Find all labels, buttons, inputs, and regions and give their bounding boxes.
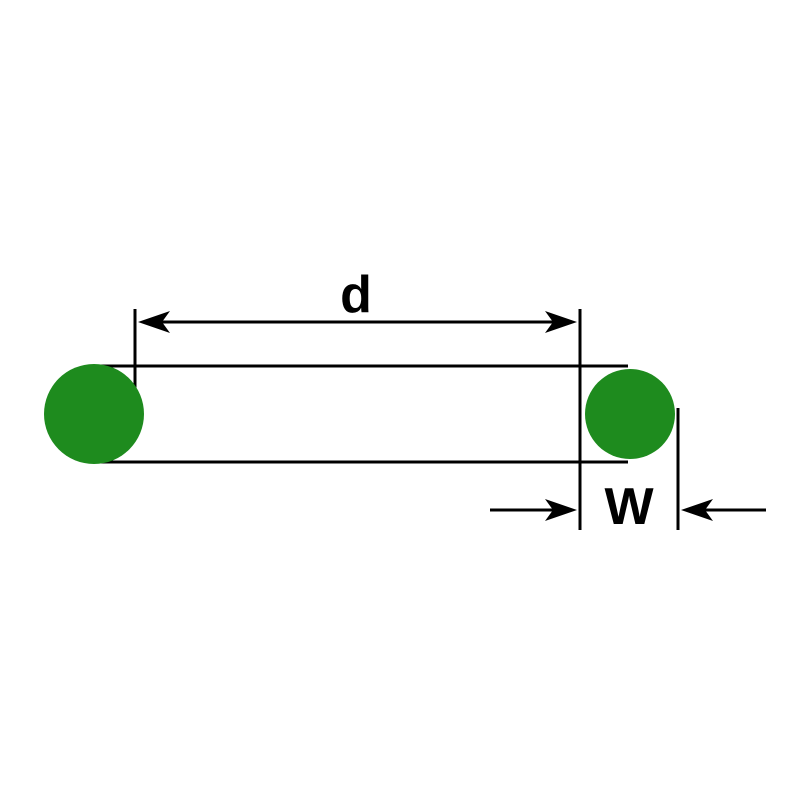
oring-cross-sections [44, 364, 675, 464]
arrowhead-w-left-icon [545, 499, 577, 521]
arrowhead-d-left-icon [138, 311, 170, 333]
arrowhead-w-right-icon [681, 499, 713, 521]
oring-cross-section-left [44, 364, 144, 464]
label-cross-section-width: W [604, 478, 654, 536]
oring-cross-section-right [585, 369, 675, 459]
label-inner-diameter: d [340, 266, 372, 324]
dimension-arrowheads [138, 311, 713, 521]
arrowhead-d-right-icon [545, 311, 577, 333]
diagram-lines [88, 309, 766, 530]
